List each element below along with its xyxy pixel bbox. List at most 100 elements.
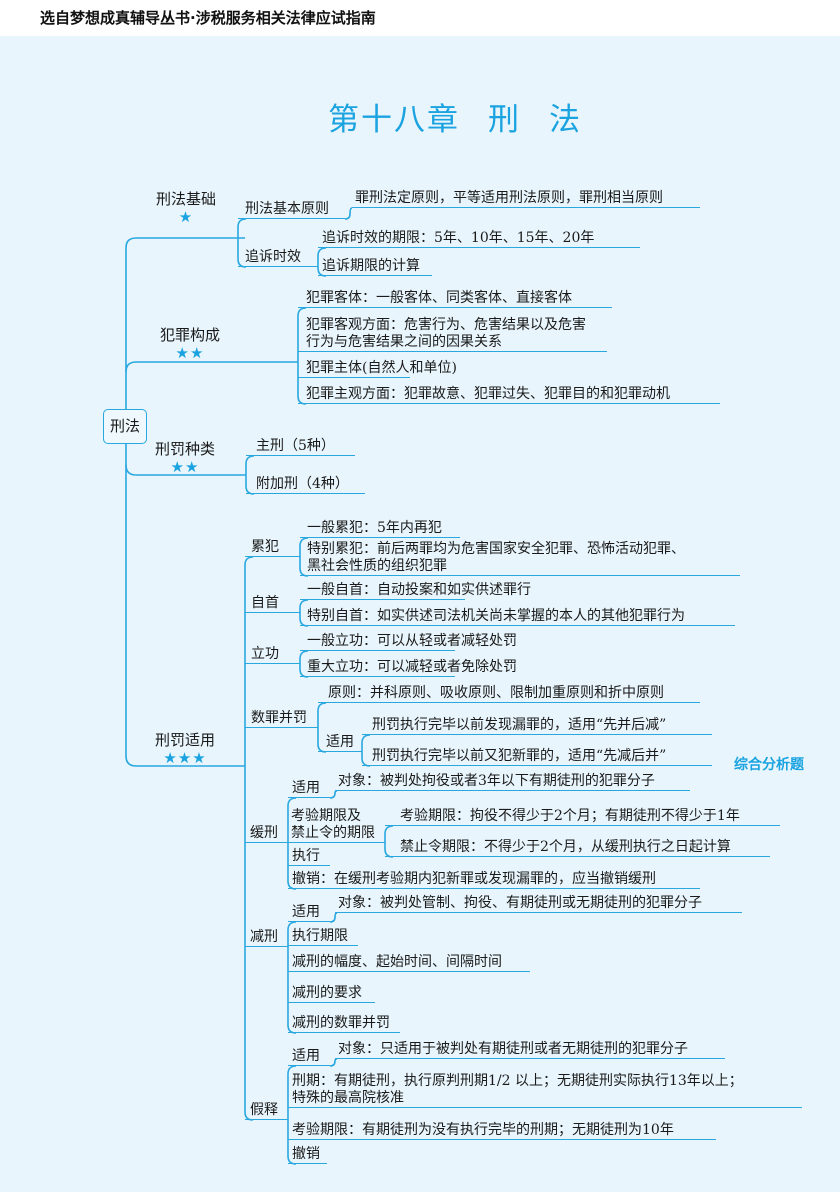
star-icon: ★★: [170, 458, 200, 476]
node-text: 犯罪主体(自然人和单位): [306, 360, 457, 376]
node-text: 一般立功：可以从轻或者减轻处罚: [307, 633, 517, 649]
branch-constitution: 犯罪构成★★: [160, 324, 220, 361]
node-text: 追诉时效: [245, 249, 301, 265]
node-apply: 适用: [318, 734, 362, 752]
node-text: 对象：被判处拘役或者3年以下有期徒刑的犯罪分子: [338, 773, 655, 789]
node-text: 主刑（5种）: [256, 438, 335, 454]
node-text: 黑社会性质的组织犯罪: [307, 558, 447, 574]
node-text: 减刑的幅度、起始时间、间隔时间: [292, 954, 502, 970]
node-execute: 执行: [288, 848, 330, 866]
node-text: 自首: [251, 595, 279, 611]
node-text: 考验期限：有期徒刑为没有执行完毕的刑期；无期徒刑为10年: [292, 1122, 674, 1138]
node-period: 考验期限及禁止令的期限: [288, 808, 385, 843]
node-item: 刑罚执行完毕以前发现漏罪的，适用“先并后减”: [362, 717, 712, 735]
root-node: 刑法: [103, 409, 147, 444]
node-text: 刑期：有期徒刑，执行原判刑期1/2 以上；无期徒刑实际执行13年以上；: [292, 1073, 743, 1089]
node-text: 刑罚执行完毕以前又犯新罪的，适用“先减后并”: [372, 748, 667, 764]
node-item: 特别累犯：前后两罪均为危害国家安全犯罪、恐怖活动犯罪、黑社会性质的组织犯罪: [300, 541, 740, 576]
node-text: 特别累犯：前后两罪均为危害国家安全犯罪、恐怖活动犯罪、: [307, 541, 685, 557]
node-type-item: 附加刑（4种）: [246, 476, 365, 494]
star-icon: ★★: [175, 344, 205, 362]
star-icon: ★★★: [163, 749, 207, 767]
node-text: 追诉时效的期限：5年、10年、15年、20年: [322, 230, 595, 246]
chapter-name-1: 刑: [488, 102, 521, 138]
branch-label: 刑罚种类: [155, 440, 216, 458]
node-text: 禁止令的期限: [291, 825, 375, 841]
node-text: 重大立功：可以减轻或者免除处罚: [307, 659, 517, 675]
node-apply: 适用: [288, 780, 330, 798]
branch-application: 刑罚适用★★★: [155, 729, 215, 766]
node-text: 执行: [292, 848, 320, 864]
node-text: 犯罪主观方面：犯罪故意、犯罪过失、犯罪目的和犯罪动机: [306, 386, 670, 402]
connector-line: [125, 361, 298, 373]
branch-types: 刑罚种类★★: [155, 438, 215, 475]
node-text: 对象：只适用于被判处有期徒刑或者无期徒刑的犯罪分子: [338, 1041, 688, 1057]
connector-line: [329, 790, 338, 799]
node-revoke: 撤销：在缓刑考验期内犯新罪或发现漏罪的，应当撤销缓刑: [288, 871, 700, 889]
node-text: 考验期限：拘役不得少于2个月；有期徒刑不得少于1年: [400, 808, 740, 824]
node-principle: 刑法基本原则: [238, 201, 345, 219]
node-limitation-item: 追诉时效的期限：5年、10年、15年、20年: [318, 230, 640, 248]
node-text: 犯罪客体：一般客体、同类客体、直接客体: [306, 290, 572, 306]
connector-line: [125, 237, 245, 767]
node-constitution-item: 犯罪主体(自然人和单位): [298, 360, 457, 378]
node-text: 附加刑（4种）: [256, 476, 349, 492]
node-item: 一般自首：自动投案和如实供述罪行: [300, 582, 531, 600]
node-text: 数罪并罚: [251, 710, 307, 726]
node-revoke: 撤销: [288, 1146, 327, 1164]
node-recidivism: 累犯: [245, 539, 300, 557]
node-parole: 假释: [245, 1102, 288, 1120]
branch-label: 犯罪构成: [160, 326, 221, 344]
node-constitution-item: 犯罪主观方面：犯罪故意、犯罪过失、犯罪目的和犯罪动机: [298, 386, 720, 404]
connector-line: [125, 464, 246, 476]
node-item: 对象：被判处管制、拘役、有期徒刑或无期徒刑的犯罪分子: [335, 895, 742, 913]
node-text: 特殊的最高院核准: [292, 1090, 404, 1106]
node-constitution-item: 犯罪客观方面：危害行为、危害结果以及危害行为与危害结果之间的因果关系: [298, 317, 607, 352]
node-text: 一般自首：自动投案和如实供述罪行: [307, 582, 531, 598]
node-text: 禁止令期限：不得少于2个月，从缓刑执行之日起计算: [400, 839, 731, 855]
node-text: 一般累犯：5年内再犯: [307, 520, 442, 536]
node-item: 减刑的要求: [288, 985, 375, 1003]
node-text: 撤销：在缓刑考验期内犯新罪或发现漏罪的，应当撤销缓刑: [292, 871, 656, 887]
chapter-title: 第十八章刑法: [0, 94, 840, 139]
node-text: 刑罚执行完毕以前发现漏罪的，适用“先并后减”: [372, 717, 667, 733]
node-item: 对象：只适用于被判处有期徒刑或者无期徒刑的犯罪分子: [335, 1041, 725, 1059]
node-text: 适用: [326, 734, 354, 750]
node-limitation-item: 追诉期限的计算: [318, 258, 432, 276]
node-item: 一般立功：可以从轻或者减轻处罚: [300, 633, 517, 651]
node-item: 考验期限：有期徒刑为没有执行完毕的刑期；无期徒刑为10年: [288, 1122, 716, 1140]
node-limitation: 追诉时效: [238, 249, 318, 267]
node-probation: 缓刑: [245, 825, 288, 843]
node-item: 重大立功：可以减轻或者免除处罚: [300, 659, 517, 677]
node-text: 适用: [292, 904, 320, 920]
branch-label: 刑法基础: [156, 190, 217, 208]
node-item: 刑罚执行完毕以前又犯新罪的，适用“先减后并”: [362, 748, 712, 766]
node-apply: 适用: [288, 1048, 330, 1066]
node-surrender: 自首: [245, 595, 300, 613]
connector-line: [329, 912, 338, 923]
node-text: 执行期限: [292, 928, 348, 944]
chapter-number: 第十八章: [328, 102, 460, 138]
node-item: 刑期：有期徒刑，执行原判刑期1/2 以上；无期徒刑实际执行13年以上；特殊的最高…: [288, 1073, 802, 1108]
exam-type-tag: 综合分析题: [734, 757, 804, 773]
node-item: 减刑的数罪并罚: [288, 1015, 400, 1033]
node-item: 一般累犯：5年内再犯: [300, 520, 460, 538]
node-text: 减刑: [250, 929, 278, 945]
node-text: 罪刑法定原则，平等适用刑法原则，罪刑相当原则: [355, 190, 663, 206]
node-item: 减刑的幅度、起始时间、间隔时间: [288, 954, 530, 972]
node-constitution-item: 犯罪客体：一般客体、同类客体、直接客体: [298, 290, 612, 308]
node-item: 特别自首：如实供述司法机关尚未掌握的本人的其他犯罪行为: [300, 608, 735, 626]
node-text: 考验期限及: [291, 808, 361, 824]
node-text: 减刑的要求: [292, 985, 362, 1001]
node-type-item: 主刑（5种）: [246, 438, 355, 456]
node-principle-content: 罪刑法定原则，平等适用刑法原则，罪刑相当原则: [352, 190, 700, 208]
node-text: 原则：并科原则、吸收原则、限制加重原则和折中原则: [328, 685, 664, 701]
node-text: 特别自首：如实供述司法机关尚未掌握的本人的其他犯罪行为: [307, 608, 685, 624]
node-text: 累犯: [251, 539, 279, 555]
node-text: 刑法基本原则: [245, 201, 329, 217]
node-text: 犯罪客观方面：危害行为、危害结果以及危害: [306, 317, 586, 333]
node-combined: 数罪并罚: [245, 710, 318, 728]
node-text: 缓刑: [250, 825, 278, 841]
page-header-bar: [0, 0, 840, 36]
connector-line: [329, 1058, 338, 1067]
